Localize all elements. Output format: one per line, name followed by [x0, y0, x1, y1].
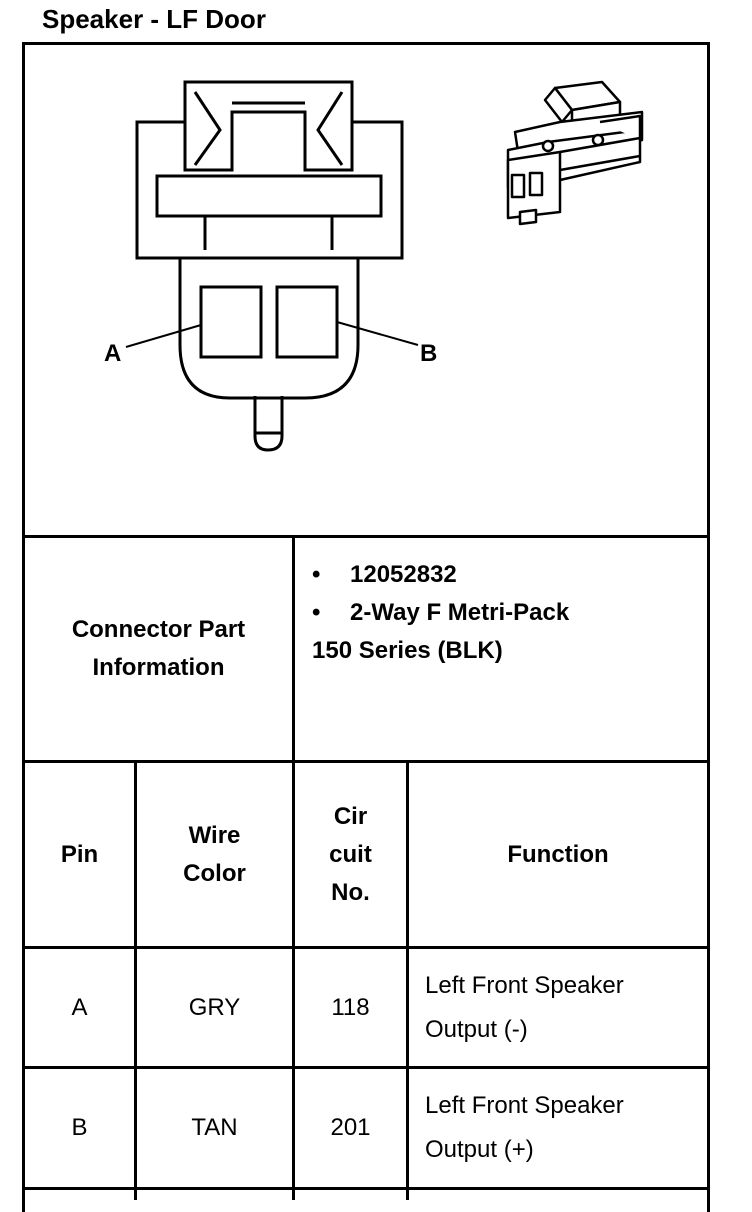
row-b-function-line2: Output (+): [425, 1136, 534, 1163]
header-wire-color-line2: Color: [183, 859, 246, 887]
connector-info-label: Connector Part Information: [25, 538, 292, 760]
leader-line-b: [336, 321, 419, 346]
row-a-circuit: 118: [331, 993, 370, 1021]
connector-series: 150 Series (BLK): [312, 637, 503, 664]
header-circuit-line3: No.: [331, 878, 370, 906]
divider-diagram: [22, 535, 710, 538]
connector-info-details: •12052832 •2-Way F Metri-Pack 150 Series…: [312, 556, 569, 670]
row-b-wire-color: TAN: [191, 1114, 238, 1141]
connector-type: 2-Way F Metri-Pack: [350, 599, 570, 626]
header-circuit-line2: cuit: [329, 840, 372, 868]
row-a-wire-color: GRY: [188, 993, 241, 1021]
part-number: 12052832: [350, 561, 457, 588]
connector-info-label-line1: Connector Part: [71, 616, 246, 643]
connector-diagram: A B: [104, 80, 644, 452]
divider-header: [22, 946, 710, 949]
header-circuit-line1: Cir: [333, 802, 368, 830]
connector-info-label-line2: Information: [92, 654, 225, 681]
pin-label-b: B: [420, 340, 437, 367]
header-circuit-no: Cir cuit No.: [295, 763, 406, 946]
divider-row-b: [22, 1187, 710, 1190]
part-number-item: •12052832: [312, 556, 569, 594]
row-b-pin: B: [71, 1114, 88, 1141]
row-a-function-line2: Output (-): [425, 1015, 528, 1043]
divider-column-3: [406, 762, 409, 1200]
cavity-a: [199, 285, 263, 359]
pin-label-a: A: [104, 340, 121, 367]
divider-column-1: [134, 762, 137, 1200]
connector-isometric-view: [506, 80, 644, 226]
connector-housing: [178, 256, 360, 400]
row-b-function: Left Front Speaker Output (+): [409, 1069, 707, 1187]
connector-latch: [155, 174, 383, 218]
row-b-circuit: 201: [330, 1114, 371, 1141]
connector-type-item: •2-Way F Metri-Pack: [312, 594, 569, 632]
row-b-function-line1: Left Front Speaker: [425, 1092, 624, 1119]
divider-row-a: [22, 1066, 710, 1069]
header-pin: Pin: [60, 840, 99, 868]
page-title: Speaker - LF Door: [42, 4, 266, 34]
leader-line-a: [125, 324, 202, 348]
divider-info: [22, 760, 710, 763]
row-a-function-line1: Left Front Speaker: [425, 971, 624, 999]
connector-key: [253, 396, 284, 452]
connector-cap: [183, 80, 354, 172]
header-wire-color: Wire Color: [137, 763, 292, 946]
header-function: Function: [507, 840, 609, 868]
header-wire-color-line1: Wire: [188, 821, 241, 849]
divider-column-2: [292, 762, 295, 1200]
row-a-pin: A: [71, 993, 88, 1021]
divider-info-column: [292, 537, 295, 761]
connector-sheet-frame: [22, 42, 710, 1212]
row-a-function: Left Front Speaker Output (-): [409, 949, 707, 1066]
